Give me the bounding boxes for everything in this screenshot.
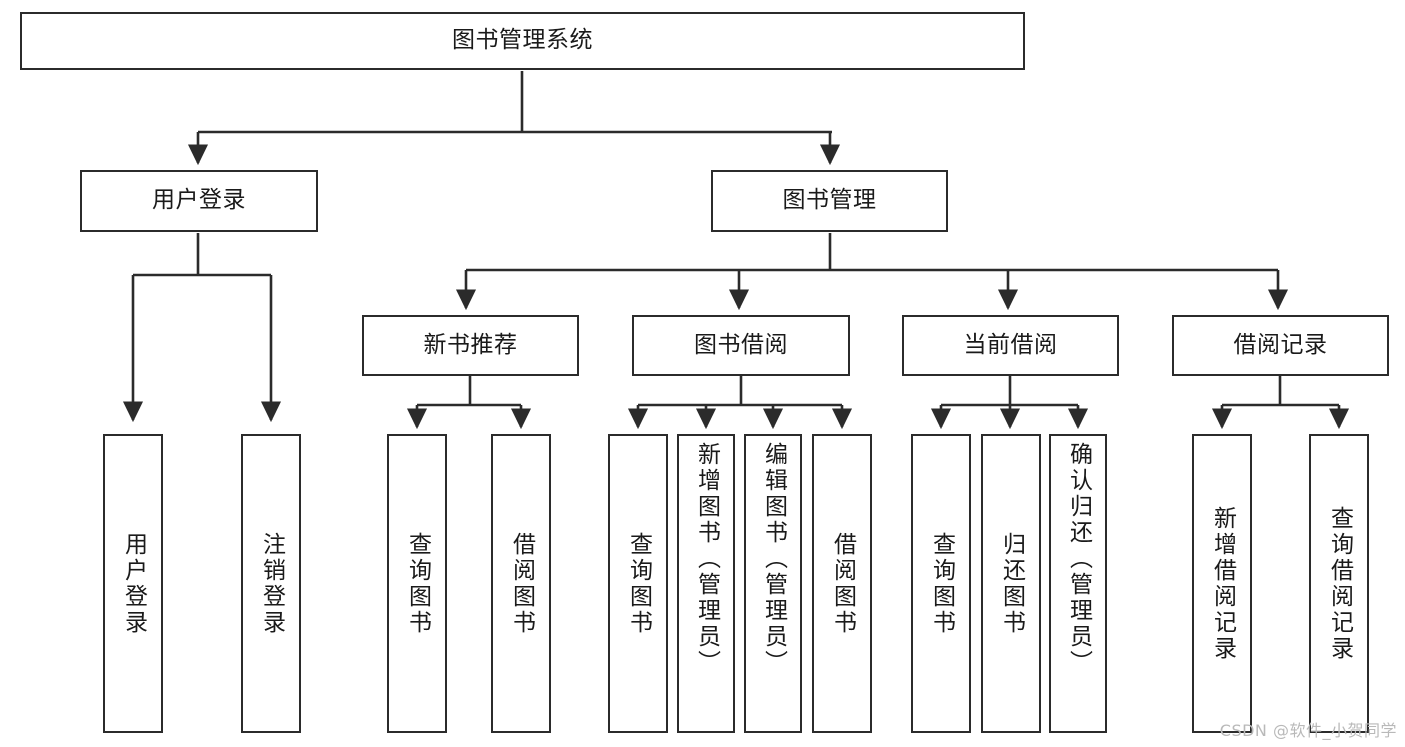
node-current-borrow-label: 当前借阅 [963, 331, 1058, 358]
node-leaf-query-book-1[interactable]: 查询图书 [387, 434, 447, 733]
node-leaf-logout-login[interactable]: 注销登录 [241, 434, 301, 733]
node-leaf-return-book-label: 归还图书 [998, 531, 1025, 636]
node-new-book-recommend[interactable]: 新书推荐 [362, 315, 579, 376]
node-borrow-record[interactable]: 借阅记录 [1172, 315, 1389, 376]
node-leaf-add-record[interactable]: 新增借阅记录 [1192, 434, 1252, 733]
node-book-borrow-label: 图书借阅 [694, 331, 788, 358]
node-leaf-query-record-label: 查询借阅记录 [1326, 505, 1353, 662]
node-leaf-add-book[interactable]: 新增图书（管理员） [677, 434, 735, 733]
node-user-login[interactable]: 用户登录 [80, 170, 318, 232]
node-book-borrow[interactable]: 图书借阅 [632, 315, 850, 376]
node-leaf-edit-book[interactable]: 编辑图书（管理员） [744, 434, 802, 733]
node-leaf-add-record-label: 新增借阅记录 [1209, 505, 1236, 662]
node-book-manage[interactable]: 图书管理 [711, 170, 948, 232]
node-leaf-confirm-return-label: 确认归还（管理员） [1065, 442, 1092, 676]
node-leaf-query-book-3[interactable]: 查询图书 [911, 434, 971, 733]
node-root-system-label: 图书管理系统 [452, 27, 593, 54]
node-leaf-borrow-book-1-label: 借阅图书 [508, 531, 535, 636]
node-current-borrow[interactable]: 当前借阅 [902, 315, 1119, 376]
node-user-login-label: 用户登录 [152, 187, 246, 214]
node-new-book-recommend-label: 新书推荐 [423, 331, 518, 358]
node-leaf-borrow-book-1[interactable]: 借阅图书 [491, 434, 551, 733]
node-leaf-query-book-3-label: 查询图书 [928, 531, 955, 636]
node-leaf-borrow-book-2[interactable]: 借阅图书 [812, 434, 872, 733]
node-leaf-query-book-1-label: 查询图书 [404, 531, 431, 636]
node-leaf-logout-login-label: 注销登录 [258, 531, 285, 636]
node-leaf-user-login-label: 用户登录 [120, 531, 147, 636]
node-leaf-query-record[interactable]: 查询借阅记录 [1309, 434, 1369, 733]
node-leaf-query-book-2-label: 查询图书 [625, 531, 652, 636]
csdn-watermark: CSDN @软件_小贺同学 [1219, 721, 1397, 740]
node-leaf-confirm-return[interactable]: 确认归还（管理员） [1049, 434, 1107, 733]
node-leaf-return-book[interactable]: 归还图书 [981, 434, 1041, 733]
node-leaf-add-book-label: 新增图书（管理员） [693, 442, 720, 676]
node-leaf-query-book-2[interactable]: 查询图书 [608, 434, 668, 733]
node-borrow-record-label: 借阅记录 [1233, 331, 1328, 358]
node-book-manage-label: 图书管理 [782, 187, 877, 214]
node-root-system[interactable]: 图书管理系统 [20, 12, 1025, 70]
node-leaf-user-login[interactable]: 用户登录 [103, 434, 163, 733]
node-leaf-edit-book-label: 编辑图书（管理员） [760, 442, 787, 676]
node-leaf-borrow-book-2-label: 借阅图书 [829, 531, 856, 636]
